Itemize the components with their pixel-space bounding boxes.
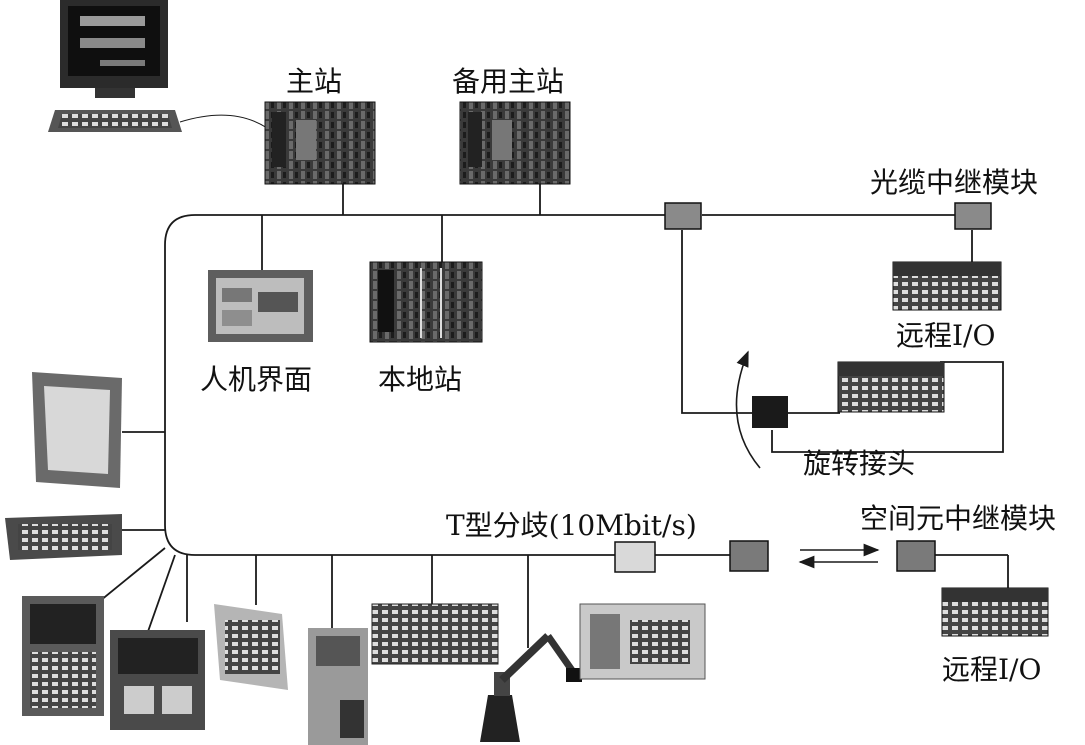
backup-station-rack-icon [459, 101, 571, 185]
rotation-arrow-icon [735, 350, 761, 469]
label-fiber-repeater: 光缆中继模块 [870, 166, 1038, 199]
t-branch-module [614, 541, 656, 573]
link-controller-1 [94, 547, 166, 606]
space-repeater-module-right [896, 540, 936, 572]
fiber-repeater-module-right [954, 202, 992, 230]
control-board-device [579, 603, 706, 680]
robot-arm-icon [480, 633, 582, 742]
drive-unit-device [308, 628, 368, 745]
label-backup-main-station: 备用主站 [452, 65, 564, 98]
main-station-rack-icon [264, 101, 376, 185]
label-rotary-joint: 旋转接头 [803, 447, 915, 480]
remote-io-module-top [892, 261, 1002, 311]
link-rotary-loop [771, 361, 1004, 453]
label-space-repeater: 空间元中继模块 [860, 502, 1056, 535]
controller-device-2 [110, 630, 205, 730]
controller-device-1 [22, 596, 104, 716]
main-bus-loop [164, 214, 668, 556]
frame-panel-device [32, 372, 122, 488]
rotary-joint-block [752, 396, 788, 428]
rack-device-6 [371, 603, 499, 665]
rotary-io-module [837, 361, 945, 413]
fiber-repeater-module-left [664, 202, 702, 230]
local-station-rack-icon [369, 261, 483, 343]
module-device-3 [214, 604, 288, 690]
circuit-board-device [5, 514, 122, 560]
remote-io-module-bottom [941, 587, 1049, 637]
label-main-station: 主站 [286, 65, 342, 98]
label-local-station: 本地站 [378, 363, 462, 396]
link-rotary-branch [681, 230, 752, 414]
computer-workstation-icon [48, 0, 182, 132]
space-repeater-module-left [729, 540, 769, 572]
label-hmi: 人机界面 [200, 363, 312, 396]
wireless-link-arrows [798, 543, 880, 569]
label-remote-io-bottom: 远程I/O [942, 653, 1041, 686]
hmi-panel-icon [208, 270, 313, 342]
label-t-branch: T型分歧(10Mbit/s) [446, 509, 697, 542]
label-remote-io-top: 远程I/O [896, 319, 995, 352]
link-controller-2 [144, 554, 176, 641]
